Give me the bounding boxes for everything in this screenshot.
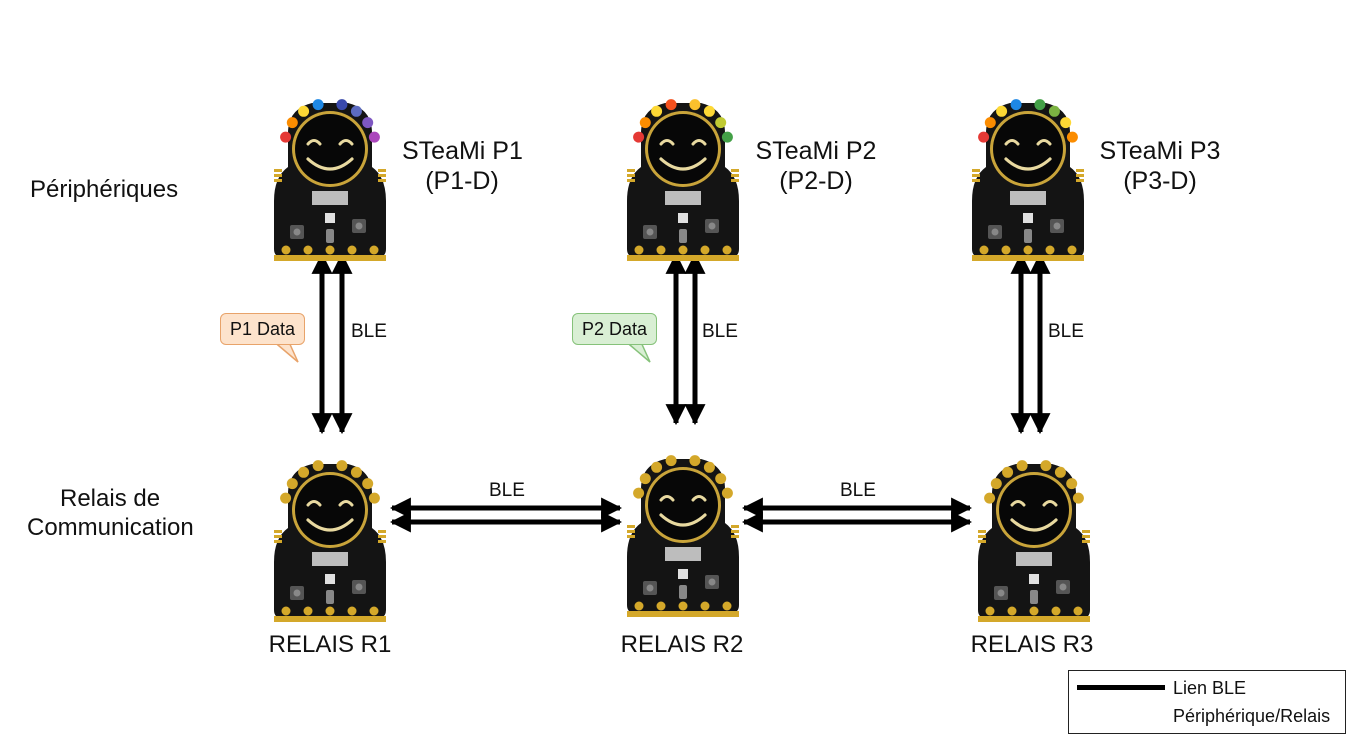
peripheral-p1-id: (P1-D) bbox=[425, 167, 499, 195]
relay-1-led-8 bbox=[368, 492, 380, 504]
relay-1-led-4 bbox=[312, 460, 324, 472]
peripheral-3-led-3 bbox=[996, 105, 1008, 117]
relay-1-led-3 bbox=[298, 466, 310, 478]
relay-3-led-7 bbox=[1066, 478, 1078, 490]
p1-data-bubble: P1 Data bbox=[220, 313, 306, 345]
peripheral-2-led-3 bbox=[651, 105, 663, 117]
peripheral-p3-id: (P3-D) bbox=[1123, 167, 1197, 195]
relay-3-led-8 bbox=[1072, 492, 1084, 504]
peripheral-p1-name: STeaMi P1 bbox=[402, 137, 523, 165]
relay-r3-name: RELAIS R3 bbox=[970, 631, 1094, 658]
ble-label-p3-r3: BLE bbox=[1048, 321, 1084, 342]
ble-label-r2-r3: BLE bbox=[840, 480, 876, 501]
peripherals-row-label: Périphériques bbox=[30, 176, 179, 203]
relay-r2-name: RELAIS R2 bbox=[620, 631, 744, 658]
peripheral-2-led-7 bbox=[715, 117, 727, 129]
legend-device-label: Périphérique/Relais bbox=[1173, 706, 1331, 726]
peripheral-3-led-8 bbox=[1066, 131, 1078, 143]
peripheral-1-led-3 bbox=[298, 105, 310, 117]
peripheral-3-led-6 bbox=[1048, 105, 1060, 117]
relay-2-led-1 bbox=[633, 487, 645, 499]
relay-1-led-7 bbox=[362, 478, 374, 490]
relays-row-label-line1: Relais de bbox=[60, 485, 161, 512]
peripheral-2-led-4 bbox=[665, 99, 677, 111]
relay-1-led-1 bbox=[280, 492, 292, 504]
peripheral-p2-name: STeaMi P2 bbox=[755, 137, 877, 165]
peripheral-p3-title: STeaMi P3 (P3-D) bbox=[1098, 136, 1222, 196]
peripheral-1-led-6 bbox=[350, 105, 362, 117]
peripheral-3-led-7 bbox=[1060, 117, 1072, 129]
peripheral-1-led-7 bbox=[362, 117, 374, 129]
legend-ble-label: Lien BLE bbox=[1173, 678, 1247, 698]
ble-label-p1-r1: BLE bbox=[351, 321, 387, 342]
peripheral-2-led-1 bbox=[633, 131, 645, 143]
relay-2-led-4 bbox=[665, 455, 677, 467]
peripheral-p2-title: STeaMi P2 (P2-D) bbox=[754, 136, 878, 196]
peripheral-2-led-5 bbox=[689, 99, 701, 111]
peripheral-2-led-8 bbox=[721, 131, 733, 143]
peripheral-1-led-2 bbox=[286, 117, 298, 129]
relay-2-led-7 bbox=[715, 473, 727, 485]
peripheral-p3-name: STeaMi P3 bbox=[1099, 137, 1221, 165]
vertical-links bbox=[311, 252, 1051, 435]
peripheral-2-led-6 bbox=[703, 105, 715, 117]
peripheral-1-led-1 bbox=[280, 131, 292, 143]
legend-ble-line bbox=[1077, 685, 1165, 690]
peripheral-3-led-2 bbox=[984, 117, 996, 129]
relay-3-led-1 bbox=[984, 492, 996, 504]
peripheral-1-led-8 bbox=[368, 131, 380, 143]
relay-2-led-8 bbox=[721, 487, 733, 499]
peripheral-1-led-5 bbox=[336, 99, 348, 111]
relay-1-led-5 bbox=[336, 460, 348, 472]
peripheral-p2-id: (P2-D) bbox=[779, 167, 853, 195]
horizontal-links bbox=[389, 497, 973, 533]
relay-3-led-5 bbox=[1040, 460, 1052, 472]
peripheral-3-led-5 bbox=[1034, 99, 1046, 111]
relay-1-led-6 bbox=[350, 466, 362, 478]
relay-3-led-4 bbox=[1016, 460, 1028, 472]
legend: Lien BLE Périphérique/Relais bbox=[1068, 670, 1346, 734]
peripheral-p1-title: STeaMi P1 (P1-D) bbox=[402, 136, 523, 196]
peripheral-3-led-1 bbox=[978, 131, 990, 143]
relay-2-led-5 bbox=[689, 455, 701, 467]
relay-3-led-6 bbox=[1054, 466, 1066, 478]
relay-3-led-3 bbox=[1002, 466, 1014, 478]
relay-1-led-2 bbox=[286, 478, 298, 490]
relay-3-led-2 bbox=[990, 478, 1002, 490]
peripheral-1-led-4 bbox=[312, 99, 324, 111]
relay-r1-name: RELAIS R1 bbox=[268, 631, 392, 658]
relays-row-label-line2: Communication bbox=[27, 514, 194, 541]
ble-label-p2-r2: BLE bbox=[702, 321, 738, 342]
relay-2-led-6 bbox=[703, 461, 715, 473]
p2-data-bubble: P2 Data bbox=[572, 313, 658, 345]
relay-2-led-3 bbox=[651, 461, 663, 473]
peripheral-3-led-4 bbox=[1010, 99, 1022, 111]
peripheral-2-led-2 bbox=[639, 117, 651, 129]
ble-label-r1-r2: BLE bbox=[489, 480, 525, 501]
relay-2-led-2 bbox=[639, 473, 651, 485]
